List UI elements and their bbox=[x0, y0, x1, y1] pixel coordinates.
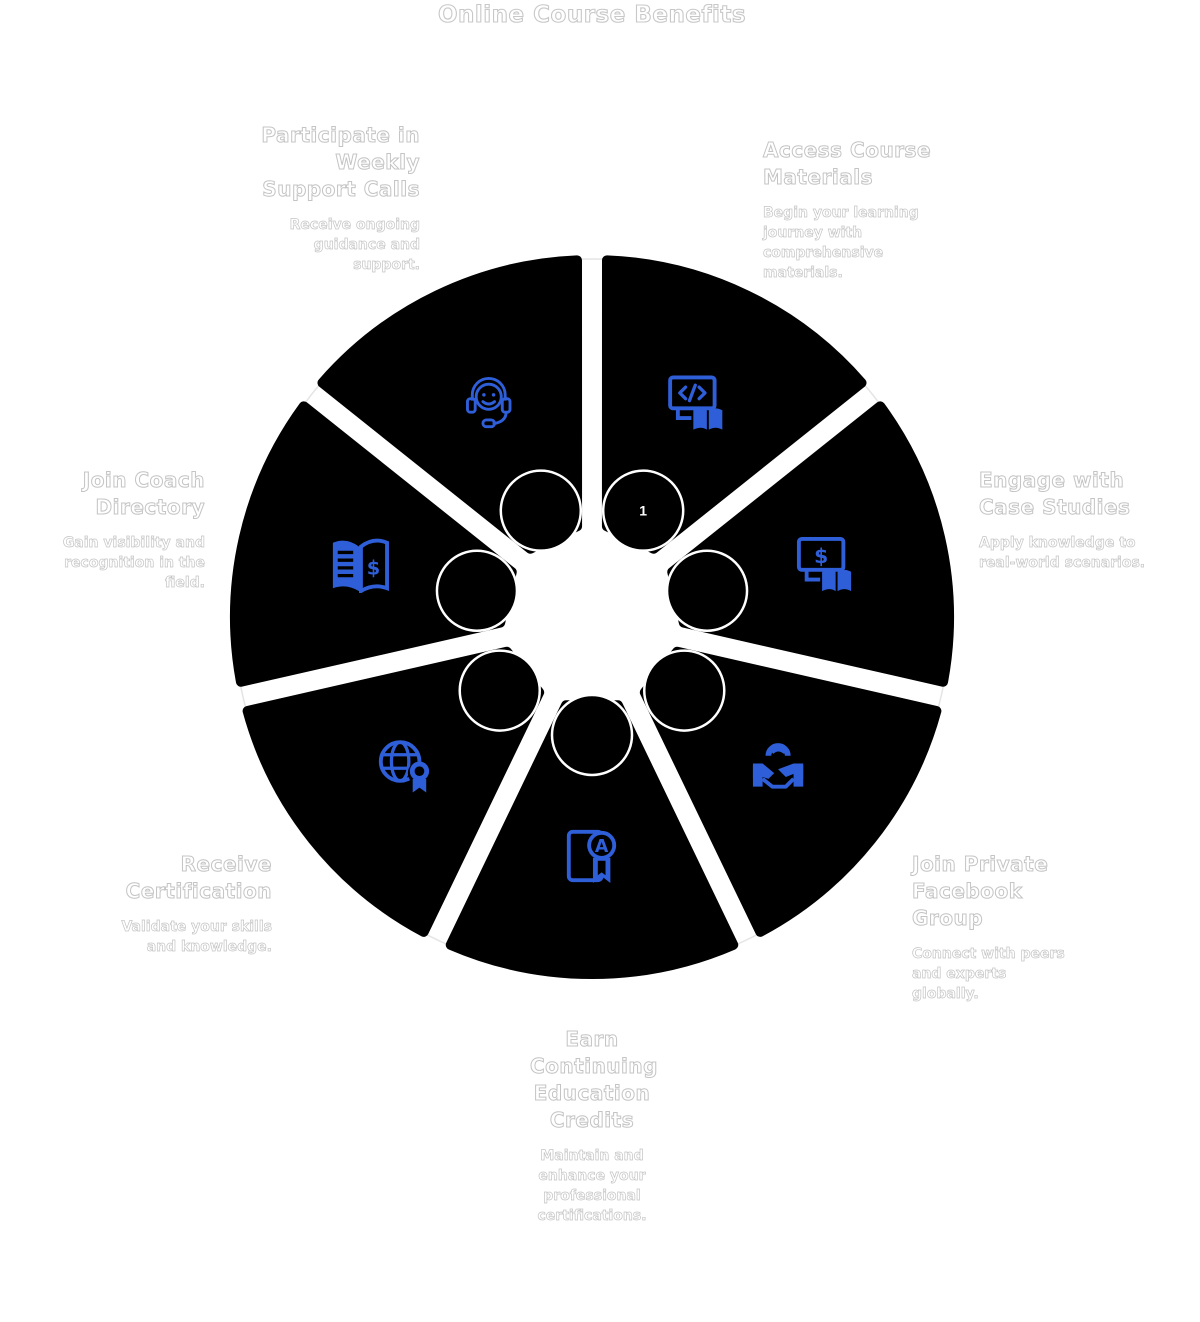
benefit-title: Earn Continuing Education Credits bbox=[530, 1027, 658, 1133]
benefit-title: Receive Certification bbox=[125, 852, 272, 904]
wheel-segment bbox=[601, 255, 867, 554]
benefit-title: Engage with Case Studies bbox=[979, 468, 1131, 520]
benefit-description: Receive ongoing guidance and support. bbox=[289, 217, 420, 274]
benefit-description: Apply knowledge to real-world scenarios. bbox=[979, 535, 1146, 572]
wheel-segment bbox=[317, 255, 583, 554]
benefit-description: Maintain and enhance your professional c… bbox=[537, 1148, 647, 1225]
segment-hub-circle bbox=[665, 549, 749, 632]
segment-hub-circle bbox=[435, 549, 519, 632]
benefit-title: Access Course Materials bbox=[763, 138, 932, 190]
segment-hub-circle bbox=[458, 649, 541, 732]
benefit-label-access-course-materials: Access Course Materials Begin your learn… bbox=[763, 137, 963, 283]
benefit-title: Participate in Weekly Support Calls bbox=[261, 123, 420, 202]
wheel-segment bbox=[242, 646, 545, 937]
benefit-description: Begin your learning journey with compreh… bbox=[763, 205, 919, 282]
page-title: Online Course Benefits bbox=[437, 1, 747, 28]
wheel-segment bbox=[639, 646, 942, 937]
benefit-title: Join Private Facebook Group bbox=[912, 852, 1049, 931]
benefit-label-participate-in-weekly-support-calls: Participate in Weekly Support Calls Rece… bbox=[250, 122, 420, 275]
benefit-description: Connect with peers and experts globally. bbox=[912, 946, 1065, 1003]
benefit-label-join-coach-directory: Join Coach Directory Gain visibility and… bbox=[25, 467, 205, 593]
step-number-label: 1 bbox=[639, 503, 647, 519]
benefit-label-receive-certification: Receive Certification Validate your skil… bbox=[92, 851, 272, 957]
benefit-description: Validate your skills and knowledge. bbox=[121, 919, 272, 956]
segment-hub-circle bbox=[643, 649, 726, 732]
benefit-label-engage-with-case-studies: Engage with Case Studies Apply knowledge… bbox=[979, 467, 1159, 573]
segment-hub-circle bbox=[550, 693, 634, 777]
segment-hub-circle bbox=[601, 469, 685, 552]
benefit-description: Gain visibility and recognition in the f… bbox=[62, 535, 205, 592]
segment-hub-circle bbox=[499, 469, 583, 552]
benefit-title: Join Coach Directory bbox=[82, 468, 205, 520]
benefit-label-earn-continuing-education-credits: Earn Continuing Education Credits Mainta… bbox=[504, 1026, 680, 1226]
benefit-label-join-private-facebook-group: Join Private Facebook Group Connect with… bbox=[912, 851, 1066, 1004]
